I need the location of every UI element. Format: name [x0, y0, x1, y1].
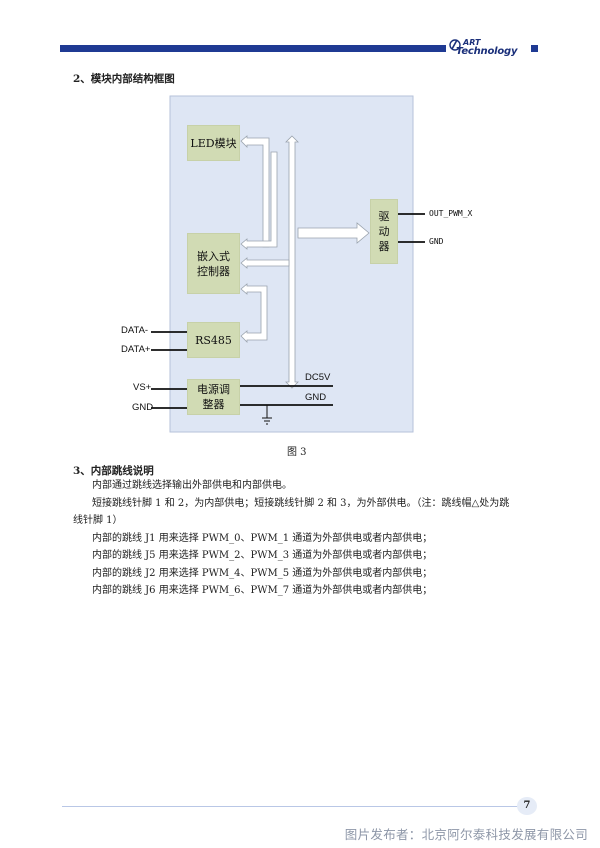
driver-label-line1: 驱	[378, 210, 390, 223]
rs485-link-arrow	[240, 283, 268, 343]
ground-symbol-icon	[262, 405, 272, 425]
embedded-controller-block: 嵌入式 控制器	[187, 233, 240, 294]
logo-text-technology: Technology	[456, 46, 518, 57]
publisher-watermark: 图片发布者：北京阿尔泰科技发展有限公司	[344, 827, 588, 842]
figure-caption: 图 3	[287, 447, 307, 458]
gnd-in-label: GND	[132, 402, 154, 413]
controller-label-line2: 控制器	[197, 264, 230, 278]
paragraph-line: 短接跳线针脚 1 和 2，为内部供电；短接跳线针脚 2 和 3，为外部供电。（注…	[92, 498, 510, 509]
logo-text-art: ART	[463, 38, 481, 47]
diagram-graphics	[151, 95, 425, 433]
driver-label-line2: 动	[378, 225, 390, 238]
paragraph-line: 内部的跳线 J6 用来选择 PWM_6、PWM_7 通道为外部供电或者内部供电；	[92, 585, 433, 596]
rs485-block: RS485	[187, 322, 240, 358]
mcu-bus-link-arrow	[240, 257, 290, 269]
rs485-label: RS485	[195, 333, 232, 347]
paragraph-line: 内部的跳线 J1 用来选择 PWM_0、PWM_1 通道为外部供电或者内部供电；	[92, 533, 433, 544]
bus-to-mcu-arrow	[240, 151, 278, 250]
gnd-internal-label: GND	[305, 392, 327, 403]
paragraph-line: 内部的跳线 J5 用来选择 PWM_2、PWM_3 通道为外部供电或者内部供电；	[92, 550, 433, 561]
internal-bus-arrow	[285, 135, 299, 389]
logo-mark-icon	[449, 39, 461, 51]
power-label-line2: 整器	[202, 398, 225, 411]
data-plus-label: DATA+	[121, 344, 151, 355]
power-regulator-block: 电源调 整器	[187, 379, 240, 415]
paragraph-line: 内部通过跳线选择输出外部供电和内部供电。	[92, 480, 292, 491]
power-label-line1: 电源调	[197, 383, 230, 396]
section-2-heading: 2、模块内部结构框图	[73, 73, 175, 85]
driver-block: 驱 动 器	[370, 199, 398, 264]
paragraph-line: 内部的跳线 J2 用来选择 PWM_4、PWM_5 通道为外部供电或者内部供电；	[92, 568, 433, 579]
header-bar-end	[531, 45, 538, 52]
footer-line	[62, 806, 518, 807]
vs-plus-label: VS+	[133, 382, 152, 393]
data-minus-label: DATA-	[121, 325, 149, 336]
led-module-block: LED模块	[187, 125, 240, 161]
led-module-label: LED模块	[190, 136, 237, 150]
paragraph-line: 线针脚 1）	[73, 515, 123, 526]
bus-to-driver-arrow	[297, 222, 370, 244]
header-bar	[60, 45, 446, 52]
section-3-heading: 3、内部跳线说明	[73, 465, 154, 477]
out-pwm-label: OUT_PWM_X	[429, 209, 473, 218]
page-number: 7	[517, 797, 537, 815]
gnd-out-label: GND	[429, 237, 444, 246]
dc5v-label: DC5V	[305, 372, 331, 383]
art-technology-logo: ART Technology	[449, 38, 529, 58]
controller-label-line1: 嵌入式	[197, 249, 230, 263]
driver-label-line3: 器	[378, 240, 390, 253]
module-structure-diagram: LED模块 嵌入式 控制器 RS485 电源调 整器 驱 动 器 DATA- D…	[95, 92, 495, 437]
